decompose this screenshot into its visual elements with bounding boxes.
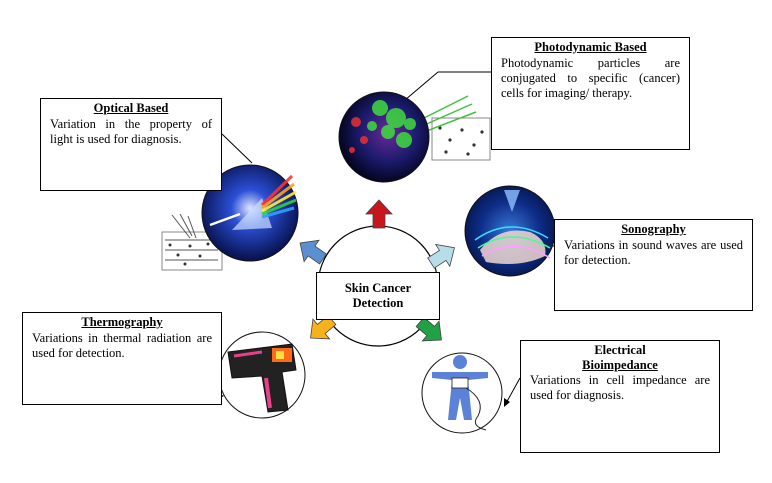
sonography-box: Sonography Variations in sound waves are… xyxy=(554,219,753,311)
thermography-description: Variations in thermal radiation are used… xyxy=(32,331,212,360)
arrow-optical xyxy=(299,239,327,265)
arrow-bioimpedance xyxy=(415,316,442,342)
bioimpedance-title: Electrical Bioimpedance xyxy=(530,343,710,373)
center-label-line2: Detection xyxy=(352,296,404,310)
bioimpedance-box: Electrical Bioimpedance Variations in ce… xyxy=(520,340,720,453)
fluorescent-cell-icon xyxy=(338,91,491,183)
sonography-title: Sonography xyxy=(621,222,686,236)
connector-photodynamic xyxy=(404,71,439,101)
center-label: Skin Cancer Detection xyxy=(316,272,440,320)
optical-title: Optical Based xyxy=(93,101,169,115)
photodynamic-title: Photodynamic Based xyxy=(534,40,647,54)
ultrasound-hand-icon xyxy=(464,185,556,277)
bioimpedance-title-line2: Bioimpedance xyxy=(582,358,658,372)
connector-optical xyxy=(221,133,253,164)
center-label-line1: Skin Cancer xyxy=(344,281,412,295)
arrows xyxy=(299,199,455,342)
connector-bioimpedance-arrowhead xyxy=(504,398,510,407)
arrow-sonography xyxy=(427,243,455,269)
photodynamic-box: Photodynamic Based Photodynamic particle… xyxy=(491,37,690,150)
bioimpedance-description: Variations in cell impedance are used fo… xyxy=(530,373,710,402)
arrow-photodynamic xyxy=(365,199,393,229)
sonography-description: Variations in sound waves are used for d… xyxy=(564,238,743,267)
thermography-box: Thermography Variations in thermal radia… xyxy=(22,312,222,405)
thermography-title: Thermography xyxy=(81,315,163,329)
photodynamic-description: Photodynamic particles are conjugated to… xyxy=(501,56,680,100)
bioimpedance-title-line1: Electrical xyxy=(594,343,646,357)
human-body-electrode-icon xyxy=(421,352,503,434)
prism-light-icon xyxy=(161,164,299,271)
optical-description: Variation in the property of light is us… xyxy=(50,117,212,146)
optical-box: Optical Based Variation in the property … xyxy=(40,98,222,191)
thermal-camera-icon xyxy=(218,331,306,419)
